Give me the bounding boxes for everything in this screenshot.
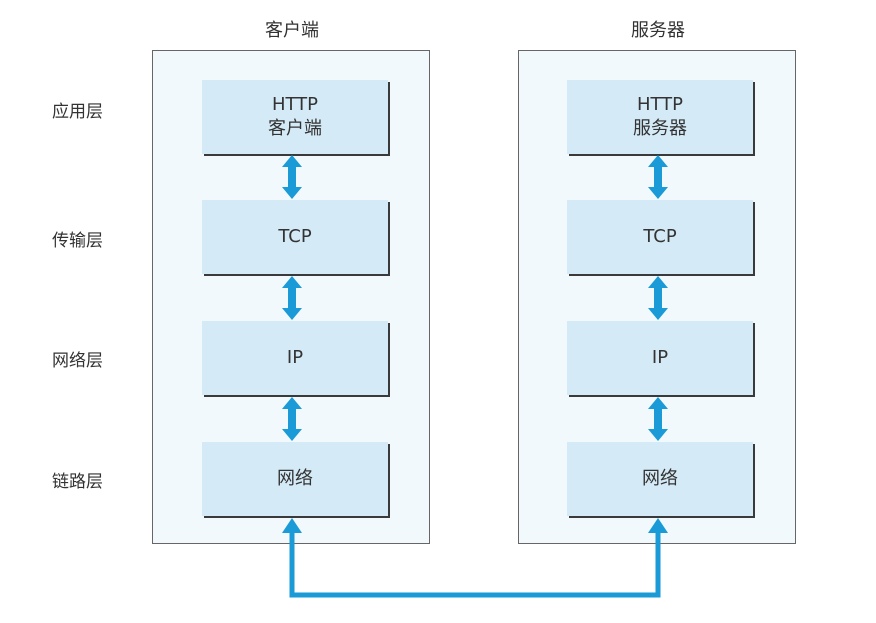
- server-tcp-box: TCP: [567, 200, 753, 274]
- client-ip-box: IP: [202, 321, 388, 395]
- server-arrow-app-transport-icon: [648, 155, 668, 199]
- client-network-box: 网络: [202, 442, 388, 516]
- server-ip-label: IP: [651, 347, 669, 368]
- server-http-sublabel: 服务器: [633, 118, 687, 139]
- layer-label-network: 网络层: [52, 351, 103, 371]
- layer-label-link: 链路层: [52, 472, 103, 492]
- server-ip-box: IP: [567, 321, 753, 395]
- client-arrow-app-transport-icon: [282, 155, 302, 199]
- server-arrow-network-link-icon: [648, 397, 668, 441]
- client-arrow-transport-network-icon: [282, 276, 302, 320]
- server-http-label: HTTP: [636, 94, 684, 115]
- client-ip-label: IP: [286, 347, 304, 368]
- link-connection-icon: [282, 518, 668, 598]
- layer-label-application: 应用层: [52, 102, 103, 122]
- client-link-arrowhead-icon: [282, 518, 302, 533]
- server-arrow-transport-network-icon: [648, 276, 668, 320]
- server-network-box: 网络: [567, 442, 753, 516]
- server-http-box: HTTP 服务器: [567, 80, 753, 154]
- client-tcp-label: TCP: [278, 226, 312, 247]
- client-network-label: 网络: [277, 468, 313, 489]
- client-column-title: 客户端: [265, 20, 319, 41]
- server-network-label: 网络: [642, 468, 678, 489]
- client-http-label: HTTP: [271, 94, 319, 115]
- client-http-sublabel: 客户端: [268, 118, 322, 139]
- client-http-box: HTTP 客户端: [202, 80, 388, 154]
- server-column-title: 服务器: [631, 20, 685, 41]
- server-tcp-label: TCP: [643, 226, 677, 247]
- layer-label-transport: 传输层: [52, 231, 103, 251]
- client-arrow-network-link-icon: [282, 397, 302, 441]
- server-link-arrowhead-icon: [648, 518, 668, 533]
- client-tcp-box: TCP: [202, 200, 388, 274]
